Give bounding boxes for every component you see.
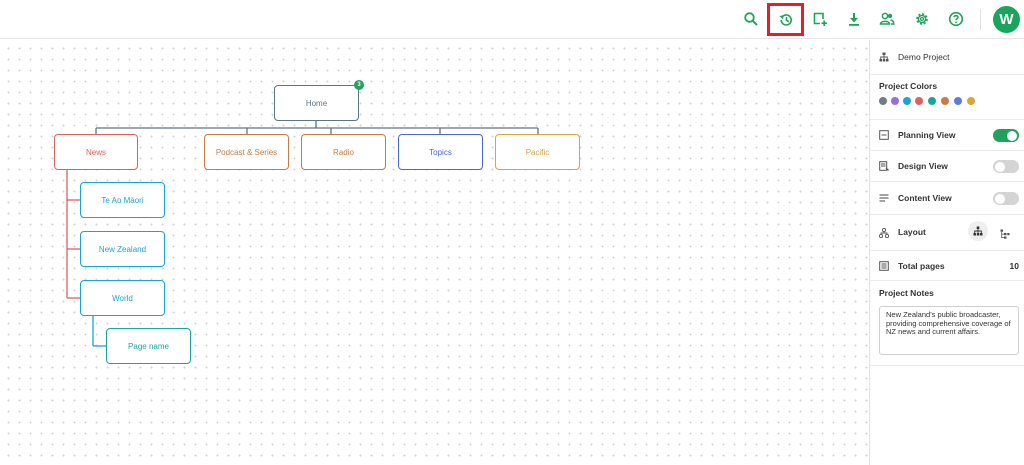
content-view-label: Content View	[898, 193, 952, 203]
content-view-toggle[interactable]	[993, 192, 1019, 205]
toolbar-divider	[980, 9, 981, 30]
pages-icon	[879, 261, 889, 271]
project-colors-section: Project Colors	[870, 75, 1024, 120]
project-notes-textarea[interactable]: New Zealand's public broadcaster, provid…	[879, 306, 1019, 355]
page-label: Radio	[333, 147, 354, 157]
section-page-node[interactable]: Podcast & Series	[204, 134, 289, 170]
project-name-row: Demo Project	[870, 40, 1024, 75]
top-toolbar: W	[0, 0, 1024, 39]
settings-gear-icon	[916, 13, 928, 25]
content-view-row: Content View	[870, 182, 1024, 215]
sitemap-connectors	[66, 121, 539, 347]
total-pages-label: Total pages	[898, 261, 945, 271]
color-swatch[interactable]	[941, 97, 949, 105]
toggle-knob	[995, 193, 1005, 204]
content-view-icon	[879, 194, 889, 202]
layout-label: Layout	[898, 227, 926, 237]
layout-list-button[interactable]	[1000, 226, 1012, 239]
download-icon	[849, 13, 859, 26]
color-swatch[interactable]	[879, 97, 887, 105]
section-page-node[interactable]: Pacific	[495, 134, 580, 170]
project-name: Demo Project	[898, 52, 950, 62]
sitemap-tree-icon	[879, 52, 889, 62]
design-view-toggle[interactable]	[993, 160, 1019, 173]
design-view-label: Design View	[898, 161, 948, 171]
section-page-node[interactable]: Radio	[301, 134, 386, 170]
child-page-node[interactable]: New Zealand	[80, 231, 165, 267]
layout-row: Layout	[870, 215, 1024, 251]
history-button[interactable]	[767, 3, 804, 36]
project-settings-panel: Demo Project Project Colors Planning Vie…	[869, 40, 1024, 465]
planning-view-label: Planning View	[898, 130, 956, 140]
total-pages-row: Total pages 10	[870, 251, 1024, 281]
color-swatch[interactable]	[891, 97, 899, 105]
add-page-icon	[813, 12, 827, 26]
project-colors-title: Project Colors	[879, 81, 938, 91]
color-swatch[interactable]	[903, 97, 911, 105]
layout-tree-button[interactable]	[968, 221, 988, 241]
help-icon	[948, 11, 964, 27]
root-page-node[interactable]: Home	[274, 85, 359, 121]
toggle-knob	[1007, 130, 1017, 141]
page-label: Te Ao Māori	[101, 195, 144, 205]
color-swatch[interactable]	[967, 97, 975, 105]
download-button[interactable]	[840, 6, 868, 32]
toggle-knob	[995, 161, 1005, 172]
page-label: World	[112, 293, 133, 303]
color-swatch[interactable]	[954, 97, 962, 105]
share-users-button[interactable]	[873, 6, 901, 32]
color-swatch[interactable]	[928, 97, 936, 105]
planning-view-row: Planning View	[870, 120, 1024, 151]
page-label: Topics	[429, 147, 452, 157]
page-label: News	[85, 147, 106, 157]
history-icon	[779, 13, 792, 26]
child-page-node[interactable]: Te Ao Māori	[80, 182, 165, 218]
search-icon	[744, 12, 758, 26]
share-users-icon	[879, 12, 895, 25]
comment-count-badge[interactable]: 3	[354, 80, 364, 90]
add-page-button[interactable]	[806, 6, 834, 32]
page-label: Pacific	[525, 147, 550, 157]
tree-layout-icon	[973, 226, 983, 236]
planning-view-icon	[879, 130, 889, 140]
page-label: Podcast & Series	[215, 147, 278, 157]
user-avatar[interactable]: W	[993, 6, 1020, 33]
layout-icon	[879, 228, 889, 238]
design-view-icon	[879, 161, 889, 171]
project-notes-section: Project Notes	[870, 281, 1024, 366]
help-button[interactable]	[942, 6, 970, 32]
section-page-node[interactable]: News	[54, 134, 138, 170]
grandchild-page-node[interactable]: Page name	[106, 328, 191, 364]
section-page-node[interactable]: Topics	[398, 134, 483, 170]
page-label: New Zealand	[98, 244, 147, 254]
settings-button[interactable]	[908, 6, 936, 32]
list-layout-icon	[1000, 229, 1010, 239]
page-label: Home	[305, 98, 328, 108]
total-pages-value: 10	[1009, 261, 1019, 271]
sitemap-canvas[interactable]: Home 3 News Podcast & Series Radio Topic…	[0, 40, 869, 465]
search-button[interactable]	[737, 6, 765, 32]
design-view-row: Design View	[870, 151, 1024, 182]
planning-view-toggle[interactable]	[993, 129, 1019, 142]
page-label: Page name	[128, 341, 169, 351]
child-page-node[interactable]: World	[80, 280, 165, 316]
project-notes-title: Project Notes	[879, 288, 934, 298]
color-swatch[interactable]	[915, 97, 923, 105]
